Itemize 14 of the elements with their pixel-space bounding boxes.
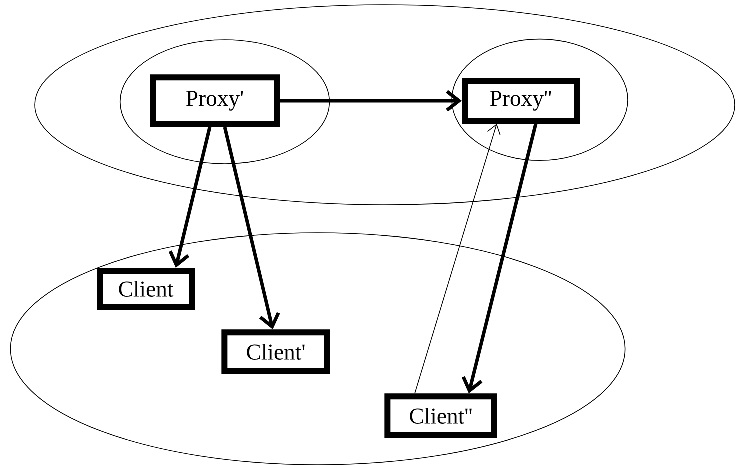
box: Client' — [222, 330, 330, 374]
arrow — [280, 90, 462, 112]
box: Client — [97, 268, 195, 310]
ellipse — [10, 232, 626, 466]
ellipse — [120, 40, 330, 164]
arrow — [414, 124, 501, 394]
ellipse — [34, 4, 736, 206]
box: Proxy' — [150, 74, 280, 128]
arrow — [168, 126, 212, 268]
ellipse — [452, 38, 628, 162]
arrow — [462, 124, 538, 394]
box: Client'' — [384, 394, 498, 438]
box: Proxy'' — [462, 78, 580, 124]
arrow — [223, 126, 280, 330]
